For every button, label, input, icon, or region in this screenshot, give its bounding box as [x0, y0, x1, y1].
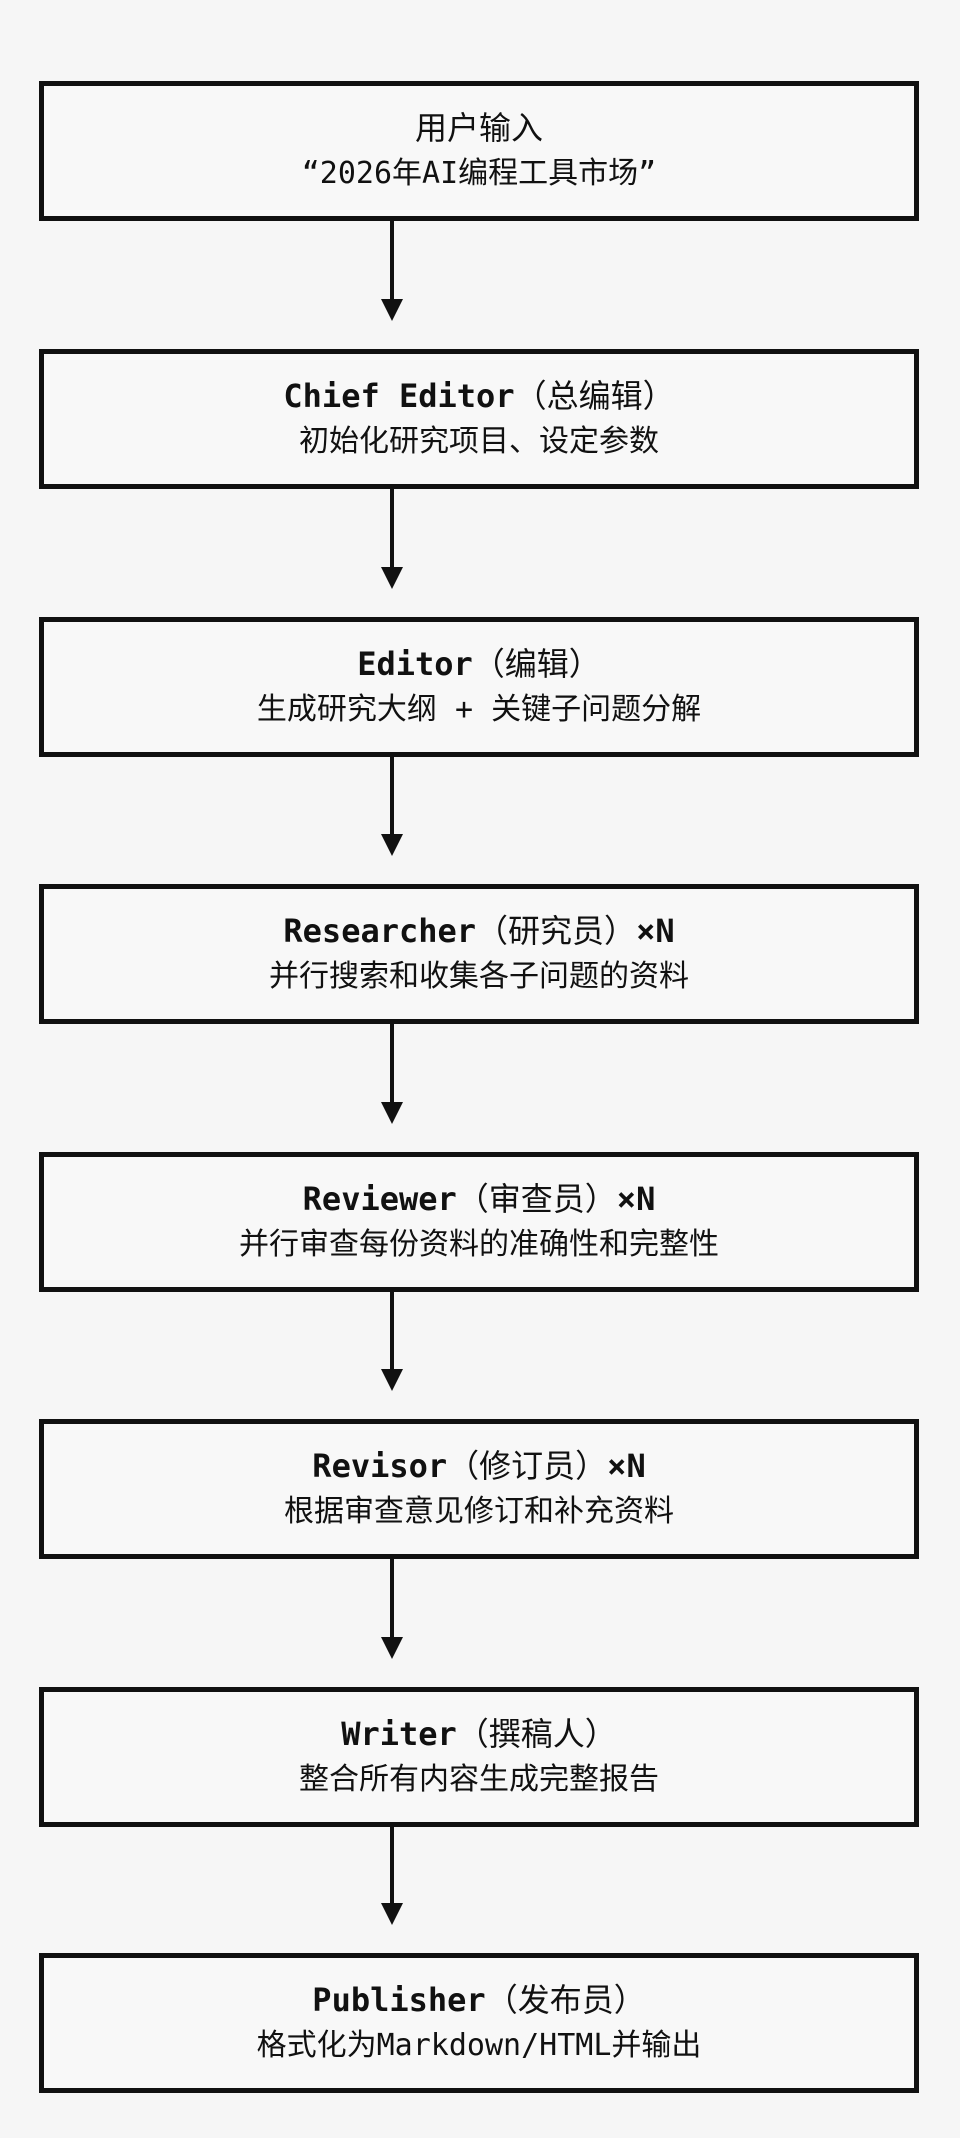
step-title: Editor（编辑）: [357, 641, 601, 687]
step-description: 格式化为Markdown/HTML并输出: [256, 2028, 702, 2063]
step-description: 并行审查每份资料的准确性和完整性: [239, 1227, 719, 1262]
role-chinese-name: （审查员）: [456, 1180, 617, 1218]
step-title: Publisher（发布员）: [312, 1977, 645, 2023]
role-chinese-name: （研究员）: [476, 912, 637, 950]
role-name: Writer: [341, 1715, 457, 1753]
step-title: Researcher（研究员）×N: [283, 908, 674, 954]
role-name: Editor: [357, 645, 473, 683]
step-description: 生成研究大纲 + 关键子问题分解: [256, 692, 702, 727]
step-title: 用户输入: [415, 105, 543, 151]
step-title: Revisor（修订员）×N: [312, 1443, 645, 1489]
step-reviewer: Reviewer（审查员）×N 并行审查每份资料的准确性和完整性: [39, 1152, 919, 1292]
step-title: Reviewer（审查员）×N: [303, 1176, 656, 1222]
role-name: Publisher: [312, 1981, 486, 2019]
role-chinese-name: （撰稿人）: [456, 1715, 617, 1753]
role-name: Researcher: [283, 912, 477, 950]
role-chinese-name: （修订员）: [447, 1447, 608, 1485]
step-publisher: Publisher（发布员） 格式化为Markdown/HTML并输出: [39, 1953, 919, 2093]
step-description: 根据审查意见修订和补充资料: [284, 1494, 674, 1529]
role-multiplier: ×N: [616, 1180, 656, 1218]
step-description: 整合所有内容生成完整报告: [299, 1762, 659, 1797]
role-chinese-name: （总编辑）: [514, 377, 675, 415]
step-user-input: 用户输入 “2026年AI编程工具市场”: [39, 81, 919, 221]
role-multiplier: ×N: [636, 912, 675, 950]
role-name: Revisor: [312, 1447, 448, 1485]
role-name: Reviewer: [302, 1180, 457, 1218]
step-revisor: Revisor（修订员）×N 根据审查意见修订和补充资料: [39, 1419, 919, 1559]
step-title: Writer（撰稿人）: [341, 1711, 617, 1757]
step-description: 初始化研究项目、设定参数: [299, 424, 659, 459]
role-multiplier: ×N: [607, 1447, 646, 1485]
role-chinese-name: （发布员）: [485, 1981, 646, 2019]
step-title: Chief Editor（总编辑）: [283, 373, 674, 419]
step-writer: Writer（撰稿人） 整合所有内容生成完整报告: [39, 1687, 919, 1827]
step-title-text: 用户输入: [414, 109, 543, 147]
step-description: “2026年AI编程工具市场”: [301, 156, 657, 191]
role-name: Chief Editor: [283, 377, 515, 415]
step-editor: Editor（编辑） 生成研究大纲 + 关键子问题分解: [39, 617, 919, 757]
role-chinese-name: （编辑）: [472, 645, 601, 683]
step-chief-editor: Chief Editor（总编辑） 初始化研究项目、设定参数: [39, 349, 919, 489]
step-description: 并行搜索和收集各子问题的资料: [269, 959, 689, 994]
step-researcher: Researcher（研究员）×N 并行搜索和收集各子问题的资料: [39, 884, 919, 1024]
